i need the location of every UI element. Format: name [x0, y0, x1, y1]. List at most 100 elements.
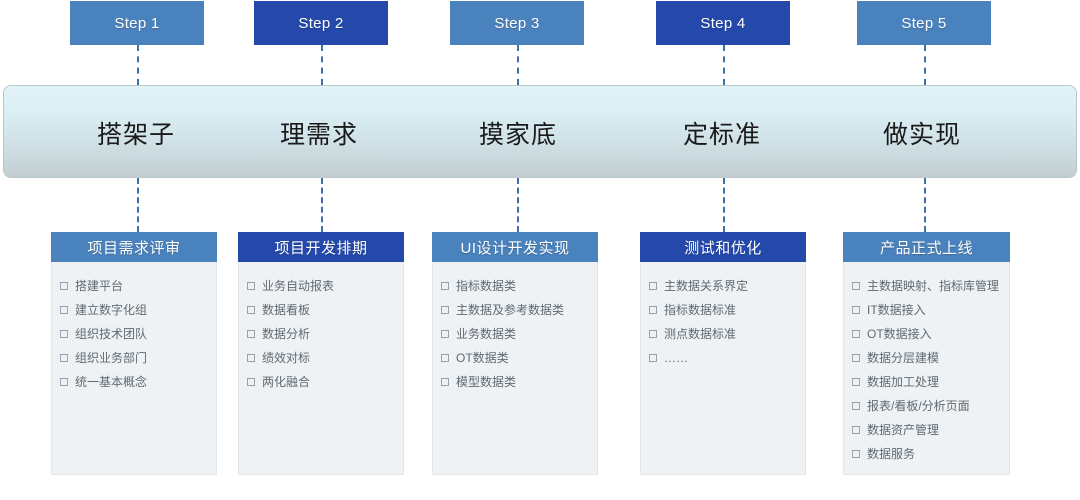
list-item-label: 组织技术团队	[75, 327, 148, 341]
step-chip-5[interactable]: Step 5	[857, 1, 991, 45]
list-item: 数据服务	[852, 444, 1001, 464]
checkbox-square-icon	[441, 306, 449, 314]
connector-banner-to-card-3	[517, 178, 519, 232]
connector-banner-to-card-1	[137, 178, 139, 232]
list-item: ……	[649, 348, 797, 368]
list-item-label: 数据看板	[262, 303, 311, 317]
list-item-label: 数据分层建模	[867, 351, 940, 365]
list-item-label: 数据资产管理	[867, 423, 940, 437]
connector-step-to-banner-3	[517, 45, 519, 85]
card-header-2[interactable]: 项目开发排期	[238, 232, 404, 262]
checkbox-square-icon	[852, 330, 860, 338]
list-item-label: 报表/看板/分析页面	[867, 399, 970, 413]
list-item: 组织业务部门	[60, 348, 208, 368]
deliverable-card-3: UI设计开发实现指标数据类主数据及参考数据类业务数据类 OT数据类模型数据类	[432, 232, 598, 475]
checkbox-square-icon	[441, 354, 449, 362]
list-item: 测点数据标准	[649, 324, 797, 344]
checkbox-square-icon	[852, 354, 860, 362]
list-item-label: 搭建平台	[75, 279, 124, 293]
checkbox-square-icon	[852, 402, 860, 410]
list-item: 建立数字化组	[60, 300, 208, 320]
list-item-label: 数据分析	[262, 327, 311, 341]
card-body-2: 业务自动报表数据看板数据分析绩效对标两化融合	[238, 262, 404, 475]
list-item-label: 主数据映射、指标库管理	[867, 279, 1000, 293]
list-item-label: OT数据接入	[867, 327, 932, 341]
list-item-label: 指标数据标准	[664, 303, 737, 317]
connector-step-to-banner-4	[723, 45, 725, 85]
list-item-label: 绩效对标	[262, 351, 311, 365]
list-item: 业务自动报表	[247, 276, 395, 296]
checkbox-square-icon	[247, 378, 255, 386]
checkbox-square-icon	[60, 354, 68, 362]
checkbox-square-icon	[649, 306, 657, 314]
list-item-label: 数据服务	[867, 447, 916, 461]
card-body-5: 主数据映射、指标库管理 IT数据接入 OT数据接入数据分层建模数据加工处理报表/看板…	[843, 262, 1010, 475]
phase-banner: 搭架子理需求摸家底定标准做实现	[3, 85, 1077, 178]
list-item: 报表/看板/分析页面	[852, 396, 1001, 416]
list-item-label: 主数据及参考数据类	[456, 303, 565, 317]
card-header-3[interactable]: UI设计开发实现	[432, 232, 598, 262]
card-body-3: 指标数据类主数据及参考数据类业务数据类 OT数据类模型数据类	[432, 262, 598, 475]
card-body-1: 搭建平台建立数字化组组织技术团队组织业务部门统一基本概念	[51, 262, 217, 475]
list-item-label: 指标数据类	[456, 279, 517, 293]
list-item: 主数据及参考数据类	[441, 300, 589, 320]
list-item: 统一基本概念	[60, 372, 208, 392]
list-item: 数据加工处理	[852, 372, 1001, 392]
connector-step-to-banner-1	[137, 45, 139, 85]
list-item: 模型数据类	[441, 372, 589, 392]
connector-banner-to-card-4	[723, 178, 725, 232]
deliverable-card-2: 项目开发排期业务自动报表数据看板数据分析绩效对标两化融合	[238, 232, 404, 475]
step-chip-3[interactable]: Step 3	[450, 1, 584, 45]
list-item-label: 主数据关系界定	[664, 279, 749, 293]
step-chip-2[interactable]: Step 2	[254, 1, 388, 45]
list-item: 数据资产管理	[852, 420, 1001, 440]
banner-phase-label-5: 做实现	[882, 120, 961, 149]
list-item-label: 统一基本概念	[75, 375, 148, 389]
step-chip-1[interactable]: Step 1	[70, 1, 204, 45]
checkbox-square-icon	[649, 282, 657, 290]
checkbox-square-icon	[852, 450, 860, 458]
checkbox-square-icon	[247, 330, 255, 338]
list-item: 指标数据类	[441, 276, 589, 296]
list-item-label: OT数据类	[456, 351, 509, 365]
checkbox-square-icon	[649, 330, 657, 338]
list-item: 数据分析	[247, 324, 395, 344]
card-body-4: 主数据关系界定指标数据标准测点数据标准 ……	[640, 262, 806, 475]
checkbox-square-icon	[441, 282, 449, 290]
list-item: 数据看板	[247, 300, 395, 320]
deliverable-card-1: 项目需求评审搭建平台建立数字化组组织技术团队组织业务部门统一基本概念	[51, 232, 217, 475]
checkbox-square-icon	[247, 354, 255, 362]
card-header-5[interactable]: 产品正式上线	[843, 232, 1010, 262]
checkbox-square-icon	[441, 330, 449, 338]
list-item-label: 组织业务部门	[75, 351, 148, 365]
checkbox-square-icon	[60, 330, 68, 338]
banner-phase-label-2: 理需求	[279, 120, 358, 149]
banner-phase-label-1: 搭架子	[96, 120, 175, 149]
list-item: 绩效对标	[247, 348, 395, 368]
deliverable-card-5: 产品正式上线主数据映射、指标库管理 IT数据接入 OT数据接入数据分层建模数据加工处…	[843, 232, 1010, 475]
checkbox-square-icon	[852, 378, 860, 386]
checkbox-square-icon	[649, 354, 657, 362]
checkbox-square-icon	[247, 306, 255, 314]
checkbox-square-icon	[852, 426, 860, 434]
connector-step-to-banner-5	[924, 45, 926, 85]
checkbox-square-icon	[247, 282, 255, 290]
list-item: 两化融合	[247, 372, 395, 392]
card-header-1[interactable]: 项目需求评审	[51, 232, 217, 262]
banner-phase-label-3: 摸家底	[478, 120, 557, 149]
list-item: 搭建平台	[60, 276, 208, 296]
step-chip-4[interactable]: Step 4	[656, 1, 790, 45]
list-item-label: ……	[664, 351, 688, 365]
connector-step-to-banner-2	[321, 45, 323, 85]
checkbox-square-icon	[852, 282, 860, 290]
checkbox-square-icon	[60, 306, 68, 314]
list-item-label: 业务数据类	[456, 327, 517, 341]
list-item: OT数据类	[441, 348, 589, 368]
connector-banner-to-card-5	[924, 178, 926, 232]
card-header-4[interactable]: 测试和优化	[640, 232, 806, 262]
list-item: IT数据接入	[852, 300, 1001, 320]
list-item: 指标数据标准	[649, 300, 797, 320]
list-item-label: 业务自动报表	[262, 279, 335, 293]
deliverable-card-4: 测试和优化主数据关系界定指标数据标准测点数据标准 ……	[640, 232, 806, 475]
list-item-label: 模型数据类	[456, 375, 517, 389]
